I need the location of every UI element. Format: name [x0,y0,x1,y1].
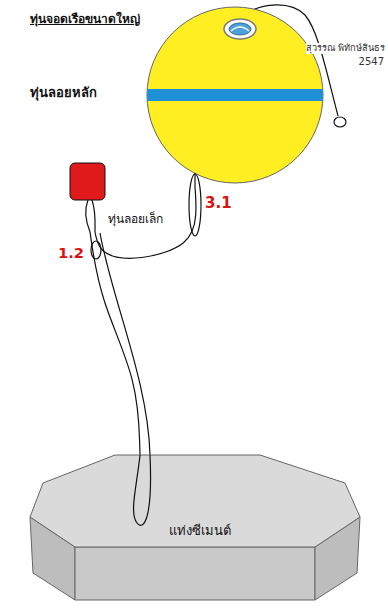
rope-attach [92,200,95,232]
node-label: ทุ่นลอยเล็ก [108,212,163,226]
callout-number: 1.2 [58,244,84,262]
rope-attach [86,200,90,232]
label-wrap: 1.2 [58,243,84,262]
main-buoy: ทุ่นลอยหลัก [28,7,328,187]
buoy-logo [231,27,249,31]
year-label: 2547 [359,56,384,68]
buoy-band [138,89,338,101]
rope-connector [95,187,196,258]
block-top [30,455,360,547]
callout-number: 3.1 [205,194,232,212]
buoy-logo [229,23,251,35]
buoy-logo [224,19,256,39]
small-buoy: ทุ่นลอยเล็ก [68,160,188,232]
rope-attach [194,173,195,187]
rope-strand [100,233,150,455]
rope-connector [90,232,140,455]
diagram-title: ทุ่นจอดเรือขนาดใหญ่ [30,12,140,26]
cement-block: แท่งซีเมนต์ [15,455,373,605]
label-wrap: สุวรรณ พิทักษ์สินธร [306,36,384,55]
author-name: สุวรรณ พิทักษ์สินธร [306,43,385,54]
title-wrap: ทุ่นจอดเรือขนาดใหญ่ [30,8,140,27]
rope-loop [189,174,201,236]
block-side [75,547,315,600]
node-label: ทุ่นลอยหลัก [30,85,97,101]
label-wrap: 2547 [306,50,384,69]
node-label: แท่งซีเมนต์ [169,523,231,539]
label-wrap: 3.1 [205,193,235,212]
small-buoy-body [70,163,105,200]
rope-loop [334,117,346,127]
rope-loop [134,455,151,525]
